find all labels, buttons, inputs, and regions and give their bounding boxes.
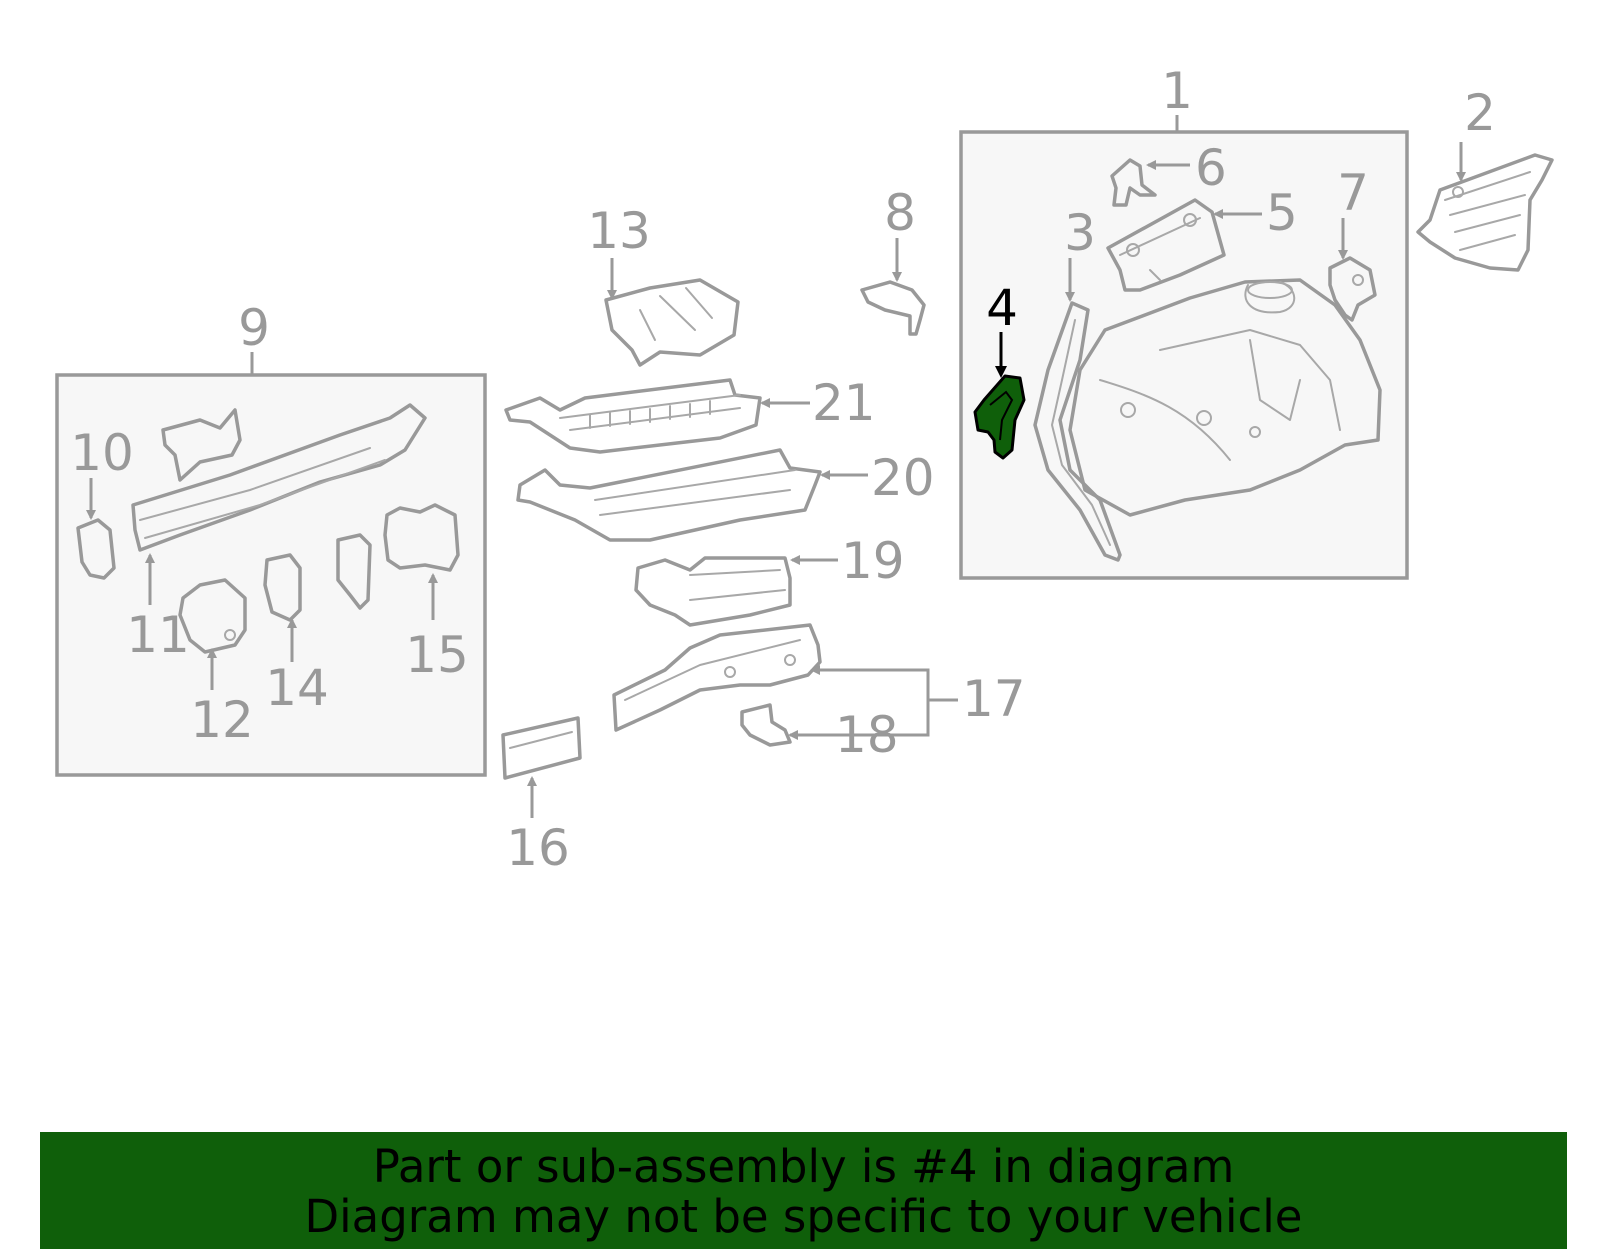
part-7[interactable] xyxy=(1328,256,1377,322)
callout-4: 4 xyxy=(986,279,1018,337)
highlight-notice-banner: Part or sub-assembly is #4 in diagram Di… xyxy=(40,1132,1567,1249)
callout-17: 17 xyxy=(962,670,1026,728)
part-11[interactable] xyxy=(131,403,427,552)
callout-5: 5 xyxy=(1266,184,1298,242)
part-15[interactable] xyxy=(383,503,460,572)
callout-15: 15 xyxy=(405,626,469,684)
part-10[interactable] xyxy=(76,518,116,580)
part-apron[interactable] xyxy=(1068,278,1382,517)
part-11b-bracket[interactable] xyxy=(161,408,242,482)
leader-17-upper xyxy=(810,665,958,702)
part-8[interactable] xyxy=(860,280,926,336)
callout-11: 11 xyxy=(126,606,190,664)
part-12[interactable] xyxy=(178,578,247,654)
part-4-highlighted[interactable] xyxy=(973,374,1026,460)
part-18[interactable] xyxy=(740,703,792,747)
part-2[interactable] xyxy=(1416,153,1554,272)
callout-12: 12 xyxy=(190,691,254,749)
callout-10: 10 xyxy=(70,424,134,482)
callout-1: 1 xyxy=(1161,62,1193,120)
banner-line-1: Part or sub-assembly is #4 in diagram xyxy=(372,1140,1235,1193)
callout-7: 7 xyxy=(1337,164,1369,222)
part-20[interactable] xyxy=(516,448,822,542)
callout-16: 16 xyxy=(506,819,570,877)
part-19[interactable] xyxy=(634,556,792,627)
callout-3: 3 xyxy=(1064,204,1096,262)
callout-18: 18 xyxy=(835,706,899,764)
part-17[interactable] xyxy=(612,623,822,732)
part-13[interactable] xyxy=(604,278,740,367)
callout-19: 19 xyxy=(841,532,905,590)
part-16[interactable] xyxy=(501,716,582,780)
part-6[interactable] xyxy=(1110,158,1157,207)
leader-17-lower xyxy=(835,700,930,737)
part-14[interactable] xyxy=(263,553,302,622)
callout-9: 9 xyxy=(238,299,270,357)
banner-line-2: Diagram may not be specific to your vehi… xyxy=(304,1190,1303,1243)
callout-21: 21 xyxy=(812,374,876,432)
callout-2: 2 xyxy=(1464,84,1496,142)
parts-diagram: 1 2 3 4 5 6 7 8 9 10 11 12 13 14 15 16 1… xyxy=(55,62,1554,877)
callout-8: 8 xyxy=(884,184,916,242)
group-box-9 xyxy=(55,373,487,777)
callout-13: 13 xyxy=(587,202,651,260)
part-21[interactable] xyxy=(504,378,762,454)
part-14b-bracket[interactable] xyxy=(336,533,372,610)
part-3[interactable] xyxy=(1033,301,1122,562)
callout-14: 14 xyxy=(265,659,329,717)
callout-20: 20 xyxy=(871,449,935,507)
callout-6: 6 xyxy=(1195,139,1227,197)
part-5[interactable] xyxy=(1106,198,1226,292)
